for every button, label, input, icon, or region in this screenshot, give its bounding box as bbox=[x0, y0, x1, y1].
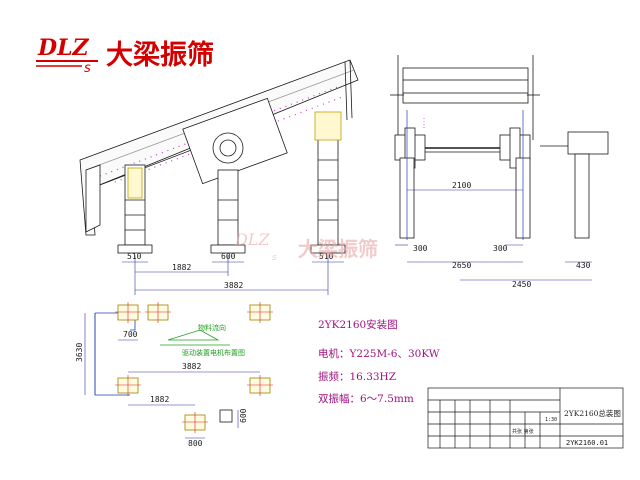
exciter-disc bbox=[212, 132, 244, 164]
dim-label: 3882 bbox=[224, 281, 243, 290]
spec-amplitude: 双振幅：6～7.5mm bbox=[318, 392, 414, 405]
dim-label: 600 bbox=[221, 252, 236, 261]
logo-mark: DLZ bbox=[37, 35, 90, 61]
side-window bbox=[182, 97, 288, 185]
dim-label: 2650 bbox=[452, 261, 471, 270]
dim-label: 3630 bbox=[75, 343, 84, 362]
support-right bbox=[310, 111, 346, 254]
plan-view-labels: 700 3630 3882 1882 800 600 物料流向 驱动装置电机布置… bbox=[75, 323, 248, 448]
watermark-sub: s bbox=[272, 253, 277, 263]
drawing-number: 2YK2160.01 bbox=[566, 439, 608, 447]
dim-label: 3882 bbox=[182, 362, 201, 371]
company-logo: DLZ s 大梁振筛 bbox=[36, 35, 214, 76]
drawing-scale: 1:30 bbox=[545, 417, 557, 423]
title-block-text: 2YK2160总装图 2YK2160.01 1:30 共张 第张 bbox=[512, 408, 621, 447]
feed-direction-label: 物料流向 bbox=[198, 323, 226, 332]
spec-frequency: 振频：16.33HZ bbox=[318, 370, 396, 383]
dim-label: 2100 bbox=[452, 181, 471, 190]
dim-label: 700 bbox=[123, 330, 138, 339]
title-block bbox=[427, 387, 624, 449]
company-name: 大梁振筛 bbox=[106, 39, 214, 71]
dim-label: 300 bbox=[493, 244, 508, 253]
dim-label: 510 bbox=[127, 252, 142, 261]
plan-view bbox=[84, 302, 273, 439]
dim-label: 1882 bbox=[150, 395, 169, 404]
dim-label: 800 bbox=[188, 439, 203, 448]
spec-title: 2YK2160安装图 bbox=[318, 318, 398, 331]
end-view-dimensions: 2100 300 300 2650 430 2450 bbox=[413, 181, 591, 289]
watermark-text: 大梁振筛 bbox=[298, 237, 378, 261]
drawing-name: 2YK2160总装图 bbox=[564, 408, 621, 418]
dim-label: 300 bbox=[413, 244, 428, 253]
spec-block: 2YK2160安装图 电机：Y225M-6、30KW 振频：16.33HZ 双振… bbox=[318, 318, 440, 405]
support-left bbox=[117, 164, 153, 254]
support-middle bbox=[210, 169, 246, 254]
end-view bbox=[390, 55, 609, 281]
sheet-count: 共张 第张 bbox=[512, 428, 534, 435]
watermark: DLZ s 大梁振筛 bbox=[234, 230, 378, 263]
motor-layout-label: 驱动装置电机布置图 bbox=[182, 348, 245, 357]
dim-label: 2450 bbox=[512, 280, 531, 289]
side-view-dimensions: 510 600 510 1882 3882 bbox=[127, 252, 334, 290]
spec-motor: 电机：Y225M-6、30KW bbox=[318, 347, 440, 360]
dim-label: 1882 bbox=[172, 263, 191, 272]
logo-sub: s bbox=[84, 61, 91, 76]
dim-label: 510 bbox=[319, 252, 334, 261]
watermark-logo: DLZ bbox=[234, 230, 270, 249]
dim-label: 600 bbox=[239, 408, 248, 423]
side-view bbox=[79, 59, 359, 295]
dim-label: 430 bbox=[576, 261, 591, 270]
motor bbox=[567, 131, 609, 155]
